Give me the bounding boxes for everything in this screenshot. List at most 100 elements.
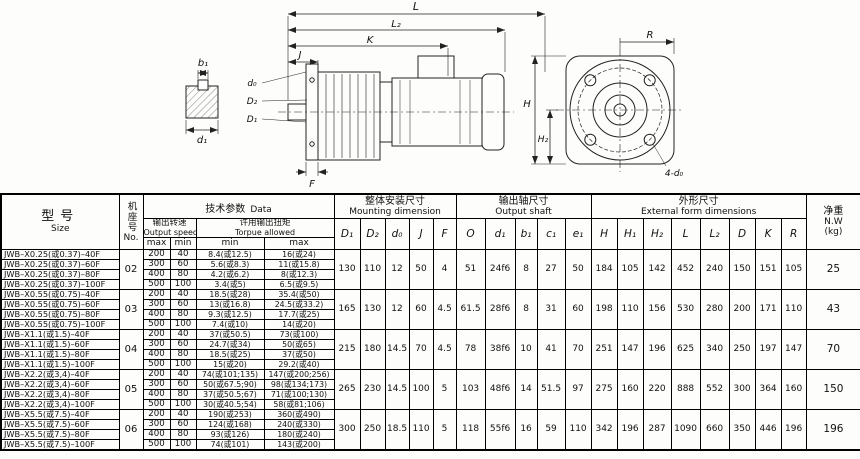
weight-cell: 25 <box>805 248 860 290</box>
model-cell: JWB–X0.55(或0.75)–40F <box>0 288 120 300</box>
speed-min-cell: 80 <box>169 308 197 320</box>
dim-cell: 51 <box>455 248 486 290</box>
dim-cell: 110 <box>359 248 386 290</box>
model-cell: JWB–X0.55(或0.75)–80F <box>0 308 120 320</box>
dim-cell: 8 <box>514 288 538 330</box>
dim-label-D1: D₁ <box>247 115 258 125</box>
header-sym-d0: d₀ <box>384 217 410 250</box>
header-tech-en: Data <box>250 204 272 215</box>
dim-cell: 230 <box>359 368 386 410</box>
header-torque: 许用输出扭矩 Torpue allowed <box>195 217 335 238</box>
dim-label-L2: L₂ <box>391 19 401 30</box>
torque-min-cell: 18.5(或25) <box>195 348 265 360</box>
model-cell: JWB–X5.5(或7.5)–100F <box>0 438 120 450</box>
header-frame: 机座号 No. <box>118 193 144 250</box>
dim-cell: 147 <box>616 328 644 370</box>
dim-cell: 251 <box>590 328 618 370</box>
header-speed-max: max <box>142 236 171 250</box>
header-sym-O: O <box>455 217 486 250</box>
speed-max-cell: 400 <box>142 348 171 360</box>
header-model: 型号 Size <box>0 193 120 250</box>
dim-cell: 552 <box>699 368 730 410</box>
speed-min-cell: 60 <box>169 338 197 350</box>
dim-cell: 142 <box>642 248 672 290</box>
torque-max-cell: 37(或50) <box>263 348 335 360</box>
dim-cell: 250 <box>728 328 756 370</box>
torque-min-cell: 13(或16.8) <box>195 298 265 310</box>
speed-min-cell: 80 <box>169 348 197 360</box>
header-shaft-en: Output shaft <box>495 206 552 217</box>
speed-max-cell: 500 <box>142 438 171 450</box>
frame-no-cell: 04 <box>118 328 144 370</box>
speed-max-cell: 200 <box>142 408 171 420</box>
header-sym-D: D <box>728 217 756 250</box>
torque-max-cell: 360(或490) <box>263 408 335 420</box>
speed-min-cell: 40 <box>169 288 197 300</box>
header-sym-L2: L₂ <box>699 217 730 250</box>
dim-cell: 16 <box>514 408 538 450</box>
dim-cell: 250 <box>359 408 386 450</box>
dim-cell: 48f6 <box>484 368 516 410</box>
speed-max-cell: 300 <box>142 338 171 350</box>
torque-min-cell: 124(或168) <box>195 418 265 430</box>
header-external-en: External form dimensions <box>640 206 757 217</box>
header-row-groups: 型号 Size 机座号 No. 技术参数 Data 整体安装尺寸 Mountin… <box>0 193 860 250</box>
dim-label-F: F <box>309 179 315 190</box>
frame-no-cell: 02 <box>118 248 144 290</box>
speed-max-cell: 200 <box>142 328 171 340</box>
speed-min-cell: 100 <box>169 318 197 330</box>
dim-cell: 110 <box>564 408 592 450</box>
speed-min-cell: 40 <box>169 408 197 420</box>
torque-max-cell: 29.2(或40) <box>263 358 335 370</box>
dim-cell: 625 <box>670 328 701 370</box>
speed-min-cell: 100 <box>169 438 197 450</box>
speed-max-cell: 500 <box>142 398 171 410</box>
dim-cell: 275 <box>590 368 618 410</box>
torque-min-cell: 15(或20) <box>195 358 265 370</box>
dim-label-holes: 4-d₀ <box>665 169 684 179</box>
dim-cell: 12 <box>384 288 410 330</box>
speed-max-cell: 200 <box>142 248 171 260</box>
dim-cell: 27 <box>536 248 566 290</box>
model-cell: JWB–X0.55(或0.75)–60F <box>0 298 120 310</box>
speed-min-cell: 100 <box>169 278 197 290</box>
header-tech-cn: 技术参数 <box>205 203 246 215</box>
dim-cell: 197 <box>754 328 782 370</box>
dim-cell: 220 <box>642 368 672 410</box>
speed-min-cell: 40 <box>169 328 197 340</box>
end-view <box>531 38 684 172</box>
model-cell: JWB–X2.2(或3,4)–60F <box>0 378 120 390</box>
dim-cell: 100 <box>408 368 434 410</box>
dim-cell: 300 <box>728 368 756 410</box>
dim-cell: 130 <box>359 288 386 330</box>
torque-min-cell: 8.4(或12.5) <box>195 248 265 260</box>
torque-min-cell: 9.3(或12.5) <box>195 308 265 320</box>
dim-label-L: L <box>413 0 419 13</box>
header-sym-b1: b₁ <box>514 217 538 250</box>
dim-cell: 165 <box>333 288 361 330</box>
dim-cell: 41 <box>536 328 566 370</box>
speed-min-cell: 60 <box>169 378 197 390</box>
dim-cell: 31 <box>536 288 566 330</box>
dim-cell: 151 <box>754 248 782 290</box>
speed-max-cell: 400 <box>142 388 171 400</box>
torque-max-cell: 50(或65) <box>263 338 335 350</box>
header-weight-cn: 净重 <box>823 206 844 218</box>
dim-cell: 105 <box>616 248 644 290</box>
weight-cell: 196 <box>805 408 860 450</box>
dim-cell: 10 <box>514 328 538 370</box>
dim-label-H: H <box>523 99 531 110</box>
torque-max-cell: 24.5(或33.2) <box>263 298 335 310</box>
speed-min-cell: 80 <box>169 428 197 440</box>
dim-cell: 160 <box>616 368 644 410</box>
dim-cell: 171 <box>754 288 782 330</box>
header-mounting-cn: 整体安装尺寸 <box>365 195 426 207</box>
frame-no-cell: 05 <box>118 368 144 410</box>
header-sym-D1: D₁ <box>333 217 361 250</box>
dim-cell: 280 <box>699 288 730 330</box>
model-cell: JWB–X1.1(或1.5)–40F <box>0 328 120 340</box>
header-model-cn: 型号 <box>41 208 80 224</box>
